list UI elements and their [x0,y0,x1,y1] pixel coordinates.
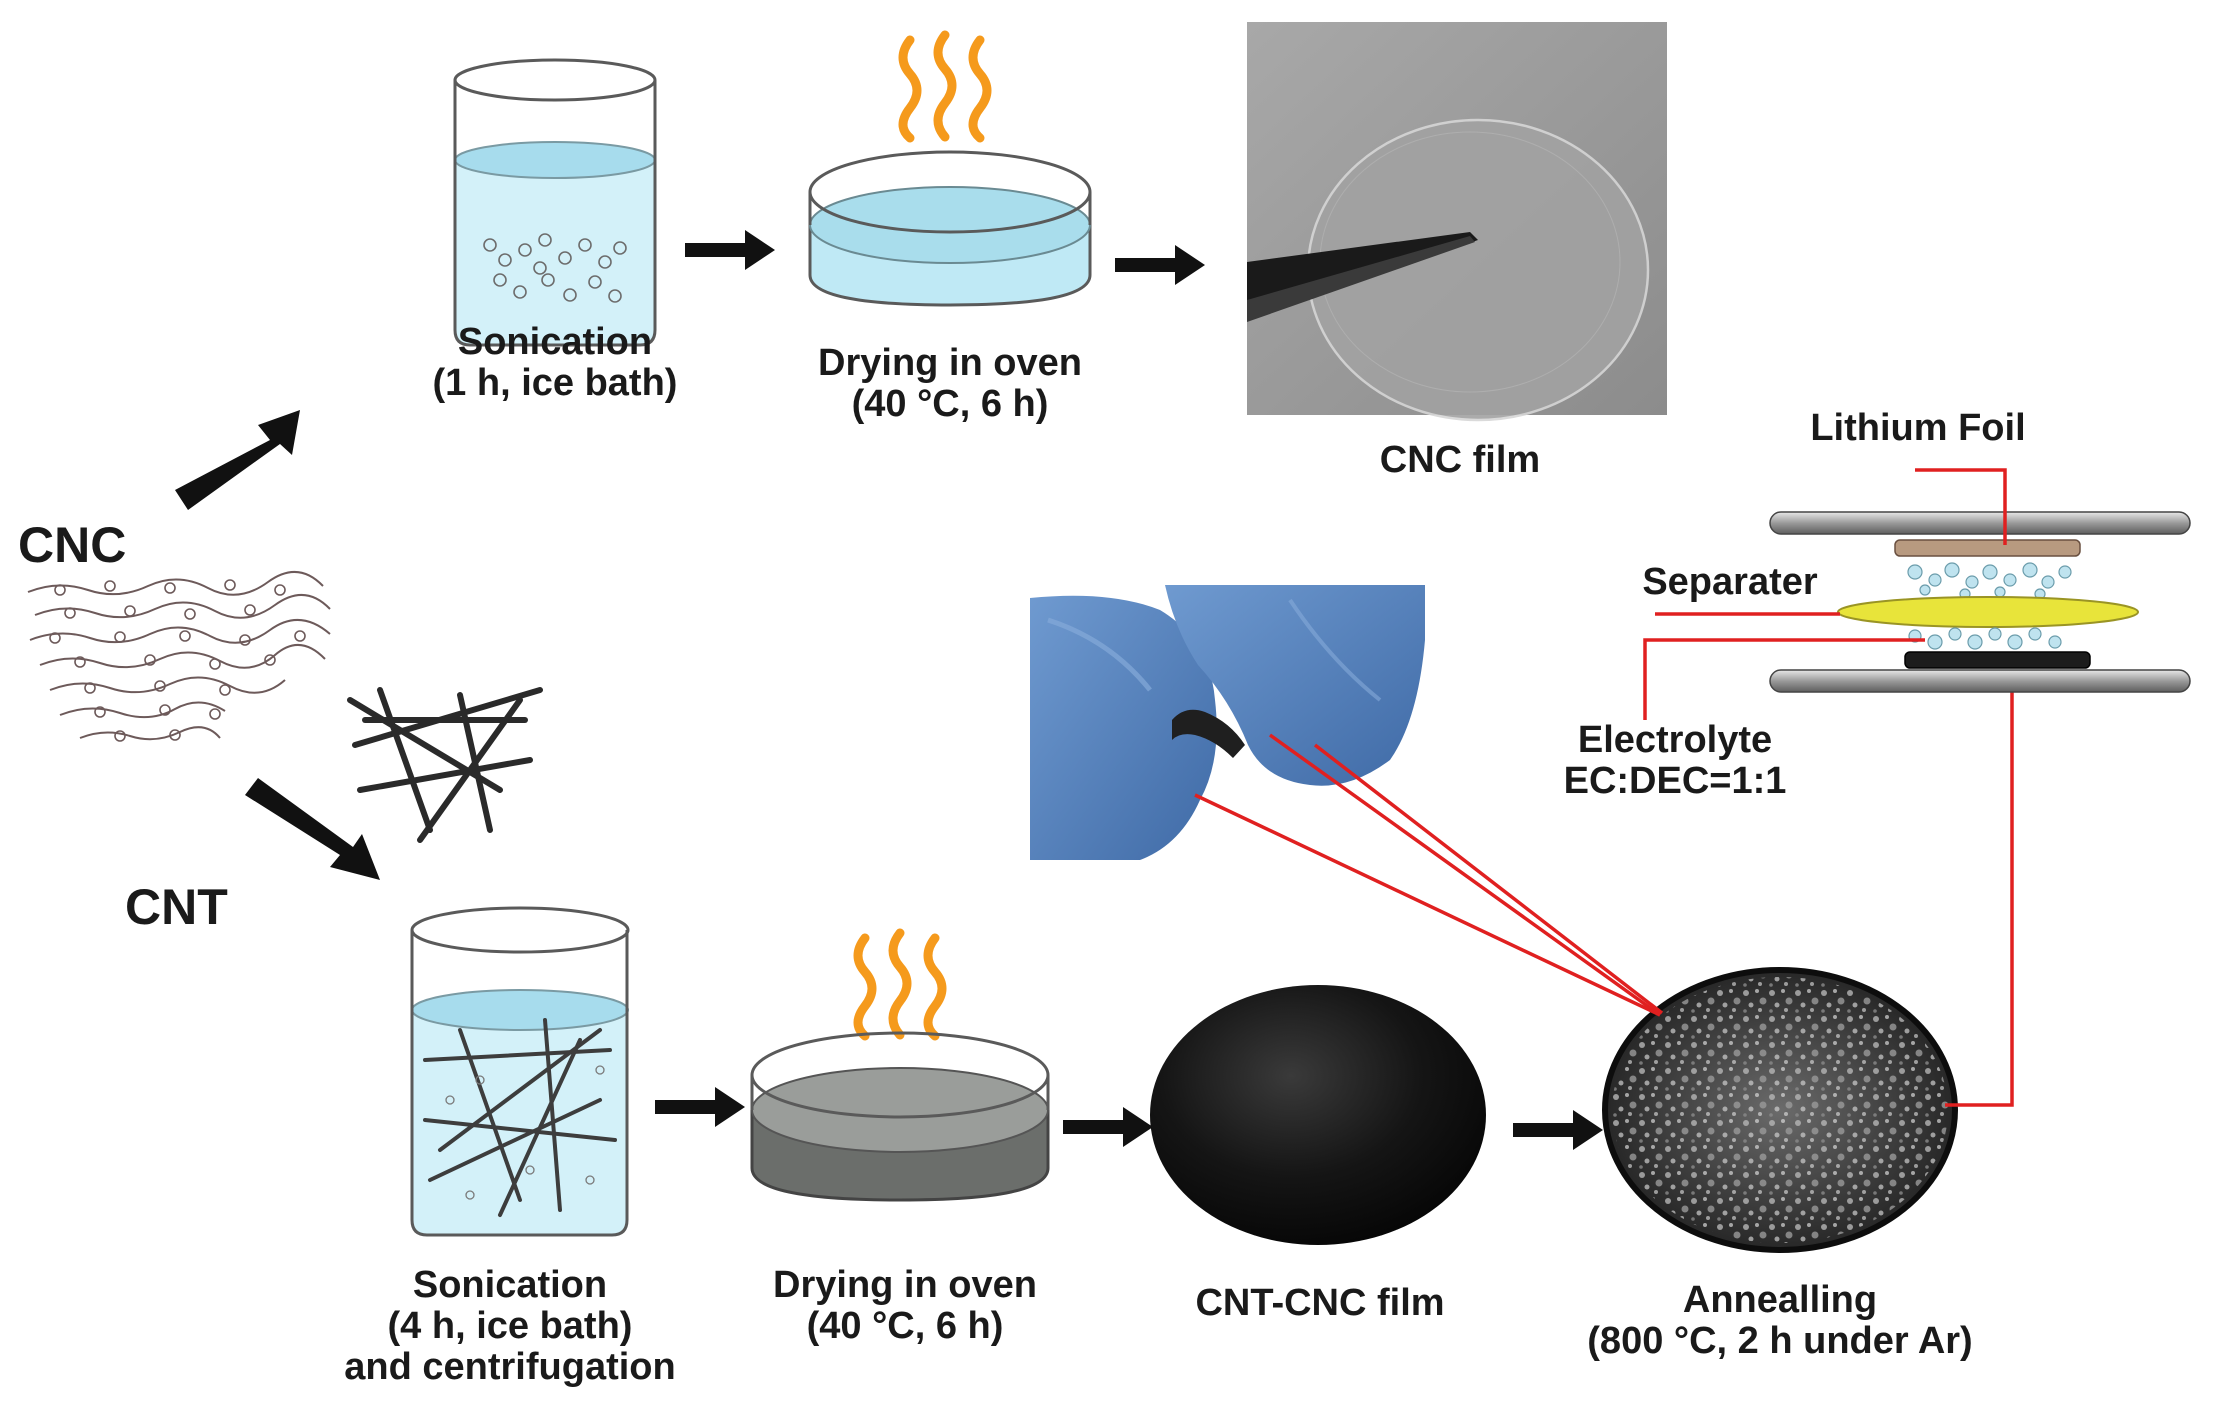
lithium-foil-label: Lithium Foil [1810,407,2026,449]
petri-dish-icon [808,150,1092,307]
bottom-sonication-label: Sonication (4 h, ice bath) and centrifug… [270,1264,750,1389]
bottom-sonication-title: Sonication [412,1264,608,1306]
flexible-film-photo [1030,585,1425,860]
top-sonication-label: Sonication (1 h, ice bath) [345,321,765,405]
annealing-conditions: (800 °C, 2 h under Ar) [1587,1320,1973,1363]
annealed-film-disc [1602,967,1958,1253]
top-drying-conditions: (40 °C, 6 h) [851,383,1049,426]
arrow-right-icon [1063,1107,1153,1147]
top-drying-label: Drying in oven (40 °C, 6 h) [740,342,1160,426]
bottom-sonication-extra: and centrifugation [344,1346,676,1389]
cnc-film-photo [1247,22,1667,422]
electrolyte-title: Electrolyte [1577,719,1773,761]
arrow-right-icon [655,1087,745,1127]
petri-dish-icon [750,1031,1050,1202]
bottom-drying-conditions: (40 °C, 6 h) [806,1305,1004,1348]
bottom-drying-title: Drying in oven [773,1264,1037,1306]
tweezers-icon [1247,232,1478,322]
bottom-drying-label: Drying in oven (40 °C, 6 h) [695,1264,1115,1348]
cnt-label: CNT [125,879,228,935]
leader-lines [1194,680,2014,1107]
heat-waves-icon [853,928,947,1041]
top-sonication-conditions: (1 h, ice bath) [432,362,678,405]
separator-label: Separater [1642,561,1818,603]
electrolyte-label: Electrolyte EC:DEC=1:1 [1530,719,1820,803]
heat-waves-icon [898,30,992,143]
arrow-right-icon [245,778,380,880]
cnc-molecules-icon [27,570,331,742]
cnc-film-label: CNC film [1379,439,1541,481]
arrow-right-icon [685,230,775,270]
annealing-title: Annealling [1682,1279,1878,1321]
electrolyte-ratio: EC:DEC=1:1 [1563,760,1787,803]
cnt-cnc-film-label: CNT-CNC film [1195,1282,1445,1324]
arrow-right-icon [1115,245,1205,285]
top-drying-title: Drying in oven [818,342,1082,384]
cnc-label: CNC [18,517,127,573]
top-sonication-title: Sonication [457,321,653,363]
cnt-cnc-film-disc [1150,985,1486,1245]
arrow-right-icon [1513,1110,1603,1150]
beaker-icon [410,906,630,1237]
arrow-right-icon [175,410,300,510]
cnt-sticks-icon [347,687,543,843]
cell-leader-lines [1643,468,2007,720]
bottom-sonication-conditions: (4 h, ice bath) [387,1305,633,1348]
beaker-icon [453,58,657,347]
annealing-label: Annealling (800 °C, 2 h under Ar) [1530,1279,2030,1363]
coin-cell-assembly [1769,511,2191,693]
